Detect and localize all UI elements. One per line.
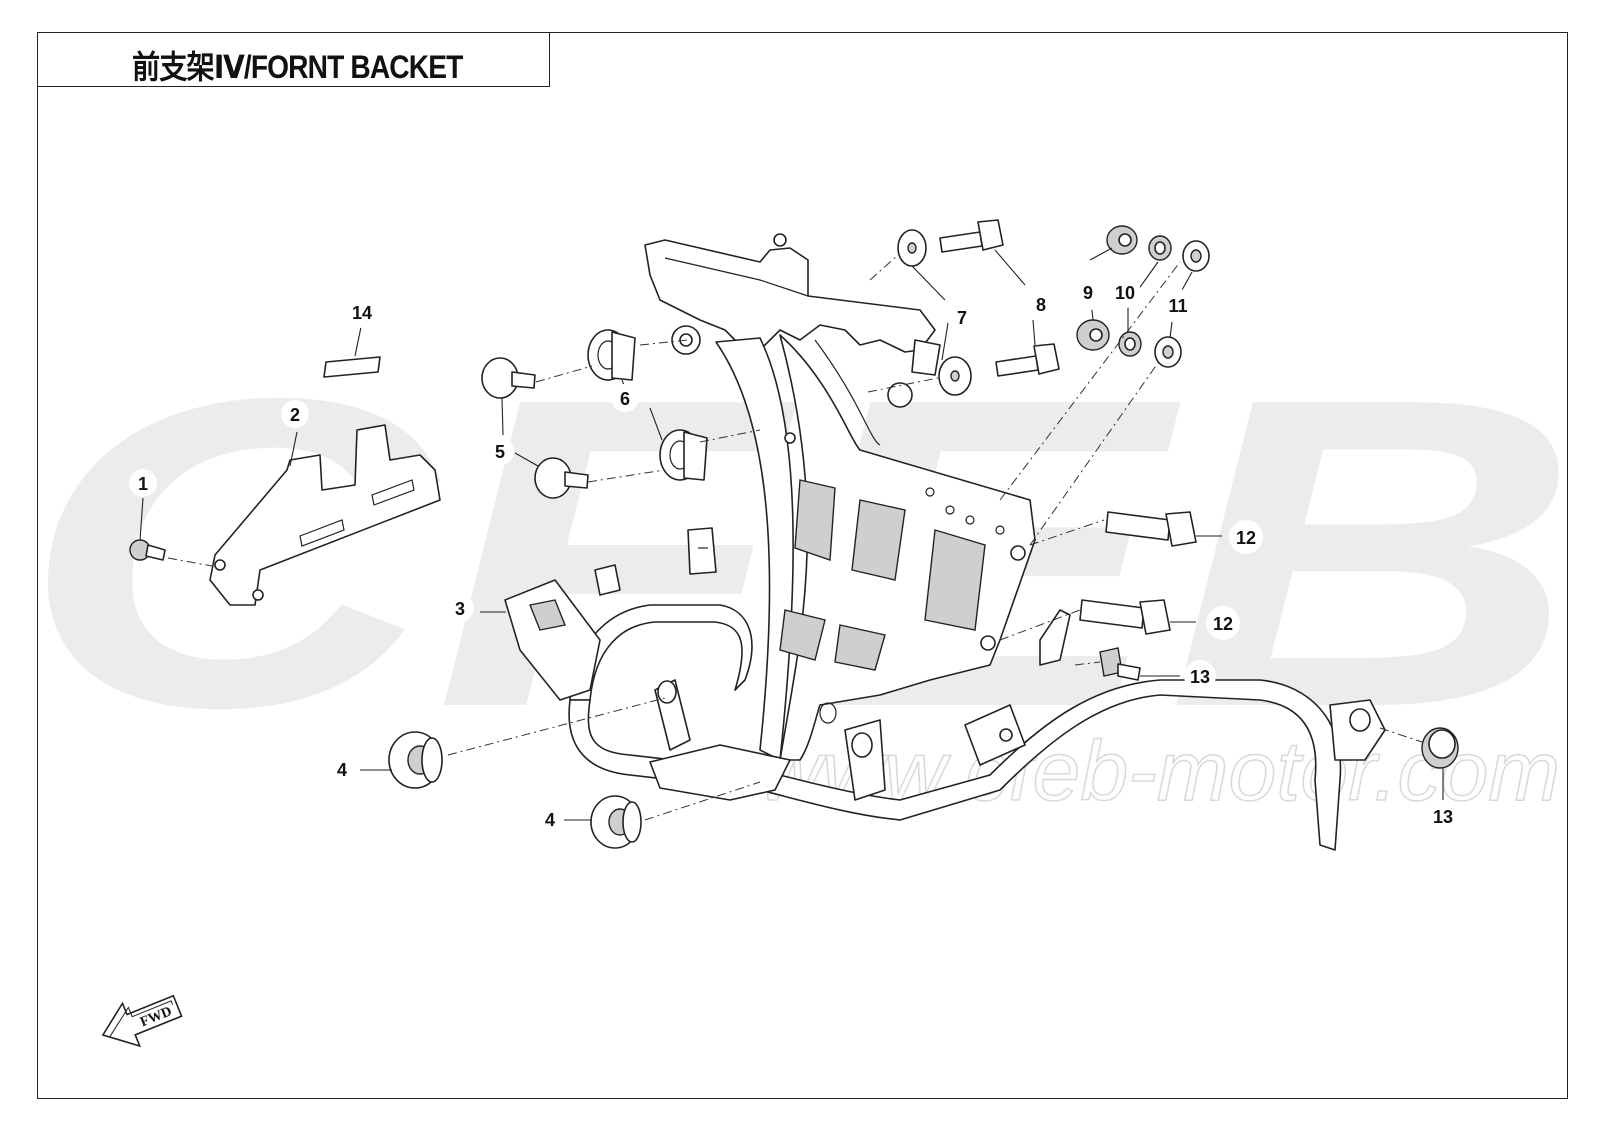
svg-text:5: 5 — [495, 442, 505, 462]
callout-13-bolt: 13 — [1184, 660, 1216, 692]
svg-text:13: 13 — [1433, 807, 1453, 827]
part-5-bolt-upper — [481, 357, 536, 399]
front-bracket-frame — [504, 233, 1386, 851]
svg-text:2: 2 — [290, 405, 300, 425]
callout-7: 7 — [948, 303, 976, 331]
svg-text:13: 13 — [1190, 667, 1210, 687]
part-14-pad — [323, 356, 381, 378]
svg-text:12: 12 — [1213, 614, 1233, 634]
callout-1: 1 — [129, 469, 157, 497]
svg-text:9: 9 — [1083, 283, 1093, 303]
part-13-bolt — [1099, 647, 1141, 681]
callout-9: 9 — [1074, 278, 1102, 306]
callout-8: 8 — [1027, 290, 1055, 318]
diagram-frame — [37, 32, 1568, 1099]
callout-10: 10 — [1109, 276, 1141, 308]
callout-12-upper: 12 — [1229, 520, 1263, 554]
svg-text:14: 14 — [352, 303, 372, 323]
callout-4-lower: 4 — [536, 805, 564, 833]
page-title: 前支架Ⅳ/FORNT BACKET — [132, 49, 463, 85]
part-12-bolt-upper — [1105, 511, 1197, 547]
part-8-bolt-lower — [995, 343, 1060, 377]
callouts: 1 2 3 4 4 5 6 7 — [129, 276, 1459, 833]
part-5-bolt-lower — [534, 457, 589, 499]
svg-text:4: 4 — [545, 810, 555, 830]
svg-text:8: 8 — [1036, 295, 1046, 315]
part-13-plug — [1421, 727, 1459, 769]
svg-text:4: 4 — [337, 760, 347, 780]
callout-5: 5 — [486, 437, 514, 465]
svg-text:10: 10 — [1115, 283, 1135, 303]
callout-6: 6 — [611, 384, 639, 412]
title-box: 前支架Ⅳ/FORNT BACKET — [37, 32, 550, 87]
svg-text:3: 3 — [455, 599, 465, 619]
part-4-grommet-lower — [590, 795, 642, 849]
part-8-bolt-upper — [939, 219, 1004, 253]
fwd-arrow-icon: FWD — [101, 994, 183, 1048]
svg-text:7: 7 — [957, 308, 967, 328]
callout-3: 3 — [446, 594, 474, 622]
part-12-bolt-lower — [1079, 599, 1171, 635]
leader-lines — [139, 247, 1444, 821]
callout-11: 11 — [1162, 289, 1194, 321]
part-4-grommet-upper — [388, 731, 443, 789]
part-6-bushing-lower — [659, 429, 708, 481]
svg-text:12: 12 — [1236, 528, 1256, 548]
callout-12-lower: 12 — [1206, 606, 1240, 640]
svg-text:11: 11 — [1168, 296, 1187, 316]
assembly-centerlines — [167, 254, 1423, 821]
part-2-shield — [209, 424, 441, 606]
callout-4-upper: 4 — [328, 755, 356, 783]
callout-14: 14 — [346, 296, 378, 328]
svg-text:6: 6 — [620, 389, 630, 409]
part-6-bushing-upper — [587, 329, 636, 381]
callout-2: 2 — [281, 400, 309, 428]
callout-13-plug: 13 — [1427, 800, 1459, 832]
svg-text:1: 1 — [138, 474, 148, 494]
